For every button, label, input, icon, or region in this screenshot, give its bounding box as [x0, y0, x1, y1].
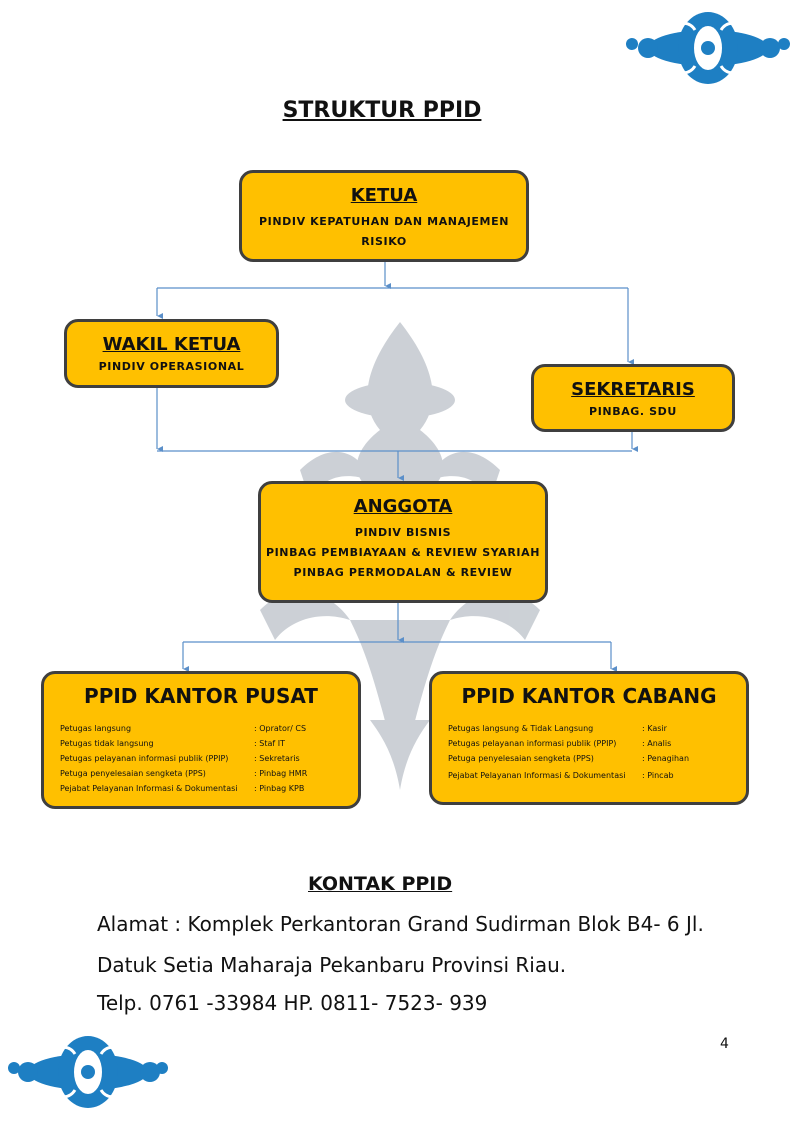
list-item: Pejabat Pelayanan Informasi & Dokumentas…	[448, 771, 674, 780]
corner-ornament-top-icon	[626, 12, 790, 84]
connector-lines	[156, 262, 632, 669]
list-item: Pejabat Pelayanan Informasi & Dokumentas…	[60, 784, 305, 793]
kontak-alamat-line-2: Datuk Setia Maharaja Pekanbaru Provinsi …	[97, 953, 567, 977]
sekretaris-sub: PINBAG. SDU	[589, 405, 677, 418]
anggota-box: ANGGOTA PINDIV BISNIS PINBAG PEMBIAYAAN …	[258, 481, 548, 603]
list-item: Petugas tidak langsung: Staf IT	[60, 739, 285, 748]
ppid-cabang-list: Petugas langsung & Tidak Langsung: Kasir…	[448, 721, 689, 783]
wakil-ketua-box: WAKIL KETUA PINDIV OPERASIONAL	[64, 319, 279, 388]
ketua-line-1: PINDIV KEPATUHAN DAN MANAJEMEN	[259, 215, 509, 228]
page-number: 4	[720, 1036, 729, 1052]
anggota-line-2: PINBAG PEMBIAYAAN & REVIEW SYARIAH	[265, 546, 541, 559]
ketua-box: KETUA PINDIV KEPATUHAN DAN MANAJEMEN RIS…	[239, 170, 529, 262]
ppid-pusat-title: PPID KANTOR PUSAT	[84, 684, 318, 708]
corner-ornament-bottom-icon	[8, 1036, 168, 1108]
ketua-line-2: RISIKO	[361, 235, 407, 248]
kontak-alamat-line-1: Alamat : Komplek Perkantoran Grand Sudir…	[97, 912, 704, 936]
ppid-cabang-title: PPID KANTOR CABANG	[461, 684, 717, 708]
wakil-ketua-title: WAKIL KETUA	[102, 334, 241, 355]
ppid-pusat-box: PPID KANTOR PUSAT Petugas langsung: Opra…	[41, 671, 361, 809]
list-item: Petuga penyelesaian sengketa (PPS): Pinb…	[60, 769, 308, 778]
kontak-title: KONTAK PPID	[308, 873, 453, 895]
list-item: Petugas langsung: Oprator/ CS	[60, 724, 307, 733]
ketua-title: KETUA	[350, 185, 418, 206]
list-item: Petugas langsung & Tidak Langsung: Kasir	[448, 724, 667, 733]
ppid-cabang-box: PPID KANTOR CABANG Petugas langsung & Ti…	[429, 671, 749, 805]
wakil-ketua-sub: PINDIV OPERASIONAL	[98, 360, 245, 373]
sekretaris-title: SEKRETARIS	[571, 379, 695, 400]
page-title: STRUKTUR PPID	[282, 98, 482, 123]
anggota-line-3: PINBAG PERMODALAN & REVIEW	[293, 566, 513, 579]
list-item: Petugas pelayanan informasi publik (PPIP…	[60, 754, 300, 763]
ppid-pusat-list: Petugas langsung: Oprator/ CS Petugas ti…	[60, 721, 307, 796]
kontak-telp: Telp. 0761 -33984 HP. 0811- 7523- 939	[97, 991, 488, 1015]
anggota-line-1: PINDIV BISNIS	[354, 526, 452, 539]
anggota-title: ANGGOTA	[353, 496, 453, 517]
list-item: Petugas pelayanan informasi publik (PPIP…	[448, 739, 672, 748]
sekretaris-box: SEKRETARIS PINBAG. SDU	[531, 364, 735, 432]
list-item: Petuga penyelesaian sengketa (PPS): Pena…	[448, 754, 690, 763]
